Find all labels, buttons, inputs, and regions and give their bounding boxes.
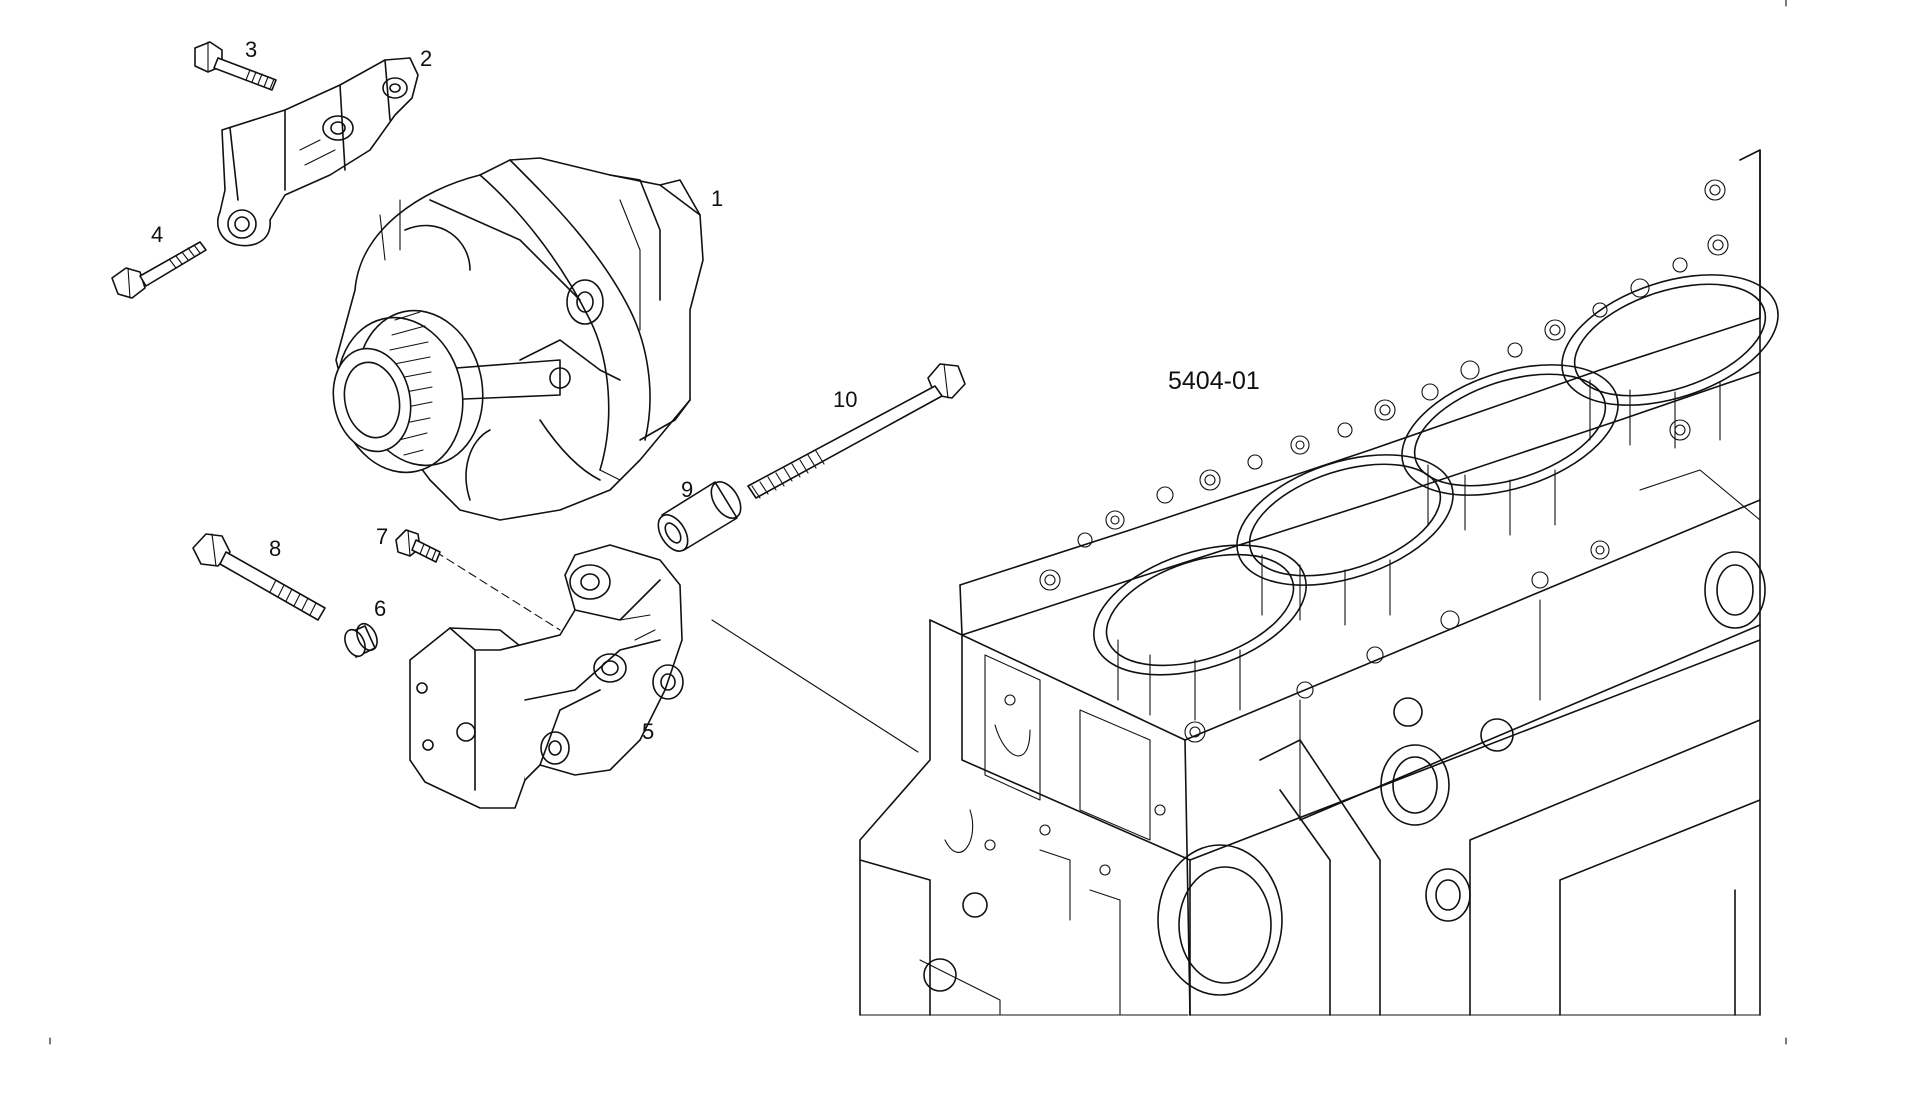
- diagram-reference-code: 5404-01: [1168, 367, 1260, 395]
- bolt-icon: [111, 241, 207, 299]
- assembly-leader-line: [711, 619, 919, 753]
- callout-7: 7: [376, 524, 388, 549]
- long-bolt-icon: [747, 363, 966, 499]
- bolt-7-axis-line: [435, 551, 561, 631]
- engine-block-icon: [859, 149, 1779, 1016]
- deck-holes: [1039, 179, 1729, 743]
- callout-5: 5: [642, 719, 654, 744]
- alternator-icon: [332, 157, 704, 521]
- callout-1: 1: [711, 186, 723, 211]
- callout-9: 9: [681, 477, 693, 502]
- upper-bracket-icon: [216, 57, 419, 247]
- bushing-icon: [344, 622, 378, 658]
- crop-marks: [49, 0, 1787, 1045]
- callout-8: 8: [269, 536, 281, 561]
- bolt-icon: [194, 41, 277, 91]
- lower-bracket-icon: [409, 544, 684, 809]
- sleeve-icon: [657, 481, 742, 552]
- callout-3: 3: [245, 37, 257, 62]
- callout-2: 2: [420, 46, 432, 71]
- bolt-icon: [395, 529, 441, 563]
- callout-6: 6: [374, 596, 386, 621]
- callout-10: 10: [833, 387, 857, 412]
- bolt-icon: [192, 533, 326, 621]
- callout-4: 4: [151, 222, 163, 247]
